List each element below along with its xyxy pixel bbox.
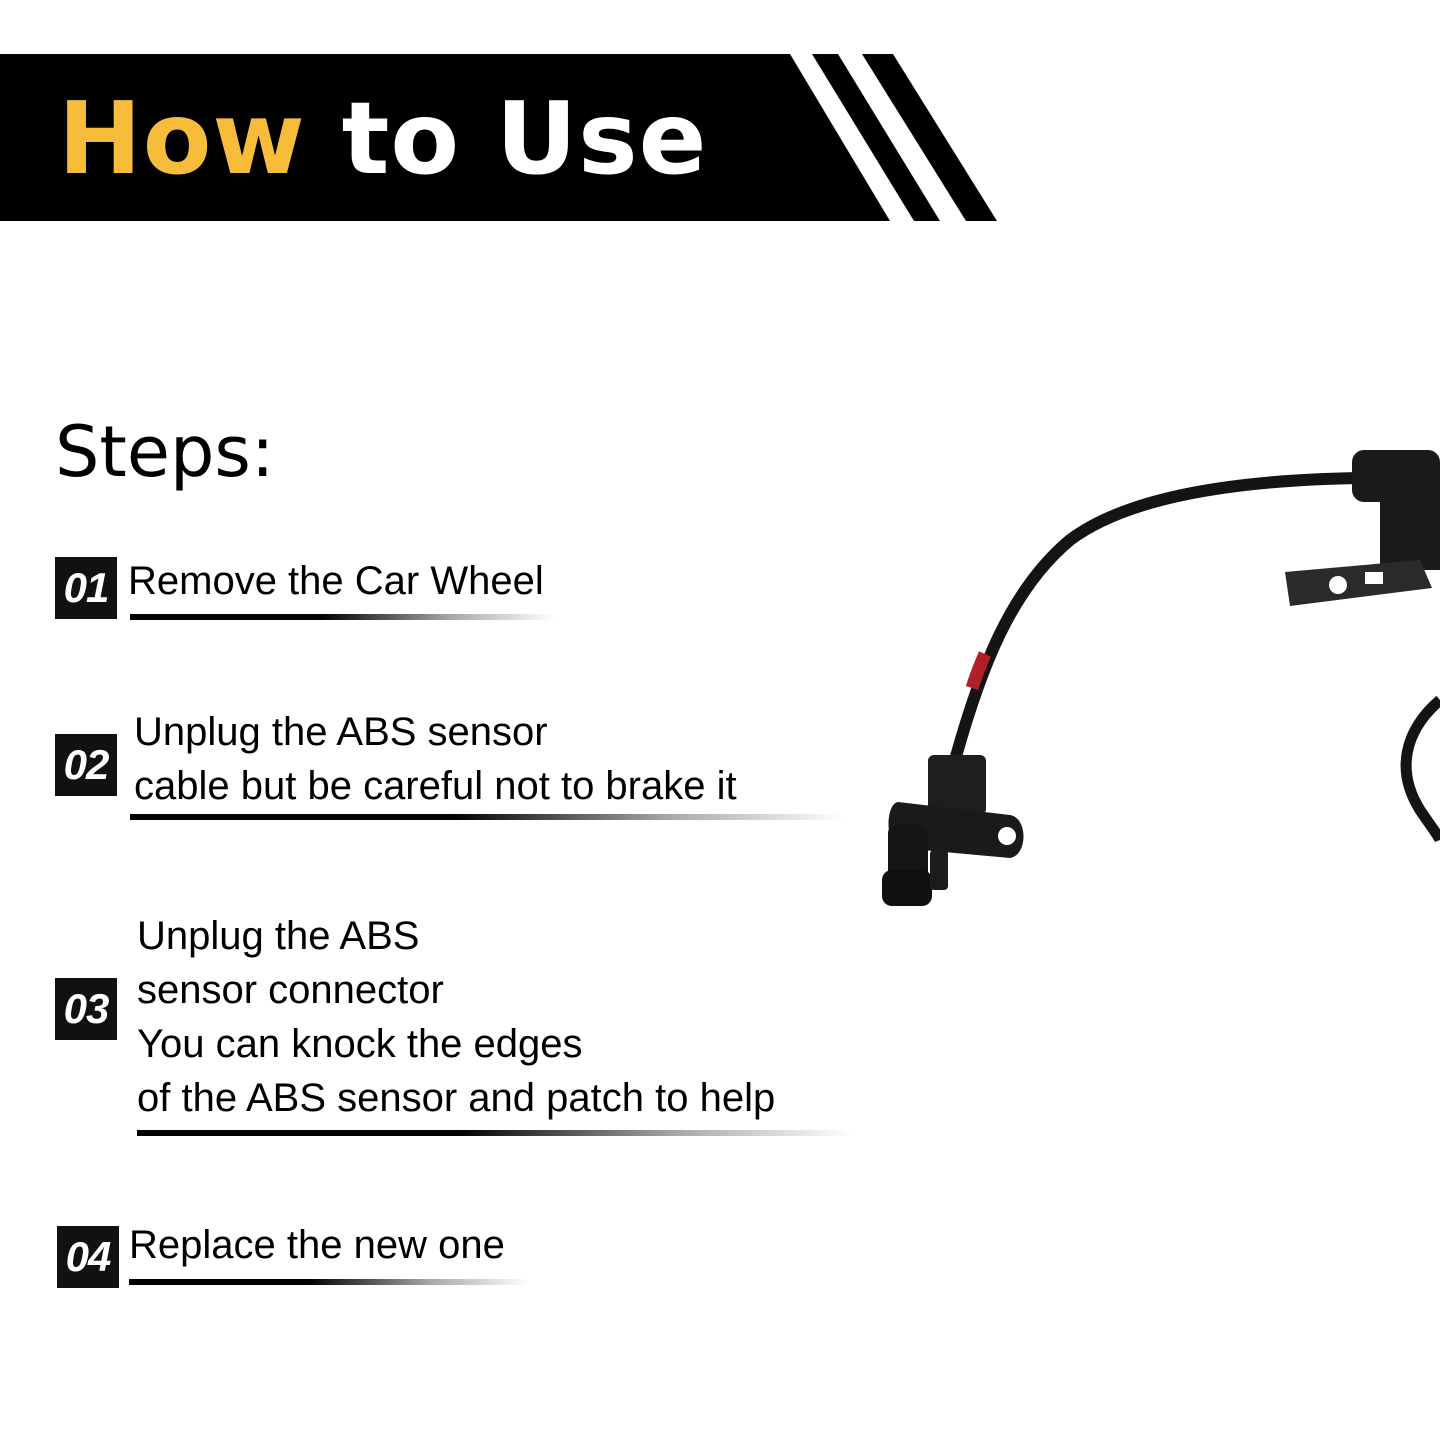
- step-03-divider: [137, 1130, 852, 1136]
- step-03-line-4: of the ABS sensor and patch to help: [137, 1076, 776, 1120]
- page-title: How to Use: [58, 84, 707, 194]
- header-banner: [0, 54, 1000, 221]
- title-highlight: How: [58, 80, 306, 197]
- banner-shape: [0, 54, 997, 221]
- step-04-divider: [129, 1279, 529, 1285]
- step-03-line-1: Unplug the ABS: [137, 914, 420, 958]
- step-text-02: Unplug the ABS sensor cable but be caref…: [134, 705, 737, 813]
- step-04-line-1: Replace the new one: [129, 1223, 505, 1267]
- step-number-02: 02: [55, 734, 117, 796]
- step-number-03: 03: [55, 978, 117, 1040]
- step-text-01: Remove the Car Wheel: [128, 554, 544, 608]
- step-02-divider: [130, 814, 845, 820]
- step-text-03: Unplug the ABS sensor connector You can …: [137, 909, 775, 1125]
- title-rest: to Use: [341, 80, 708, 197]
- step-02-line-2: cable but be careful not to brake it: [134, 764, 737, 808]
- step-02-line-1: Unplug the ABS sensor: [134, 710, 548, 754]
- step-text-04: Replace the new one: [129, 1218, 505, 1272]
- step-number-04: 04: [57, 1226, 119, 1288]
- abs-sensor-icon: [882, 450, 1440, 906]
- step-01-divider: [130, 614, 555, 620]
- step-number-01: 01: [55, 557, 117, 619]
- step-01-line-1: Remove the Car Wheel: [128, 559, 544, 603]
- step-03-line-2: sensor connector: [137, 968, 444, 1012]
- steps-heading: Steps:: [55, 411, 275, 493]
- step-03-line-3: You can knock the edges: [137, 1022, 583, 1066]
